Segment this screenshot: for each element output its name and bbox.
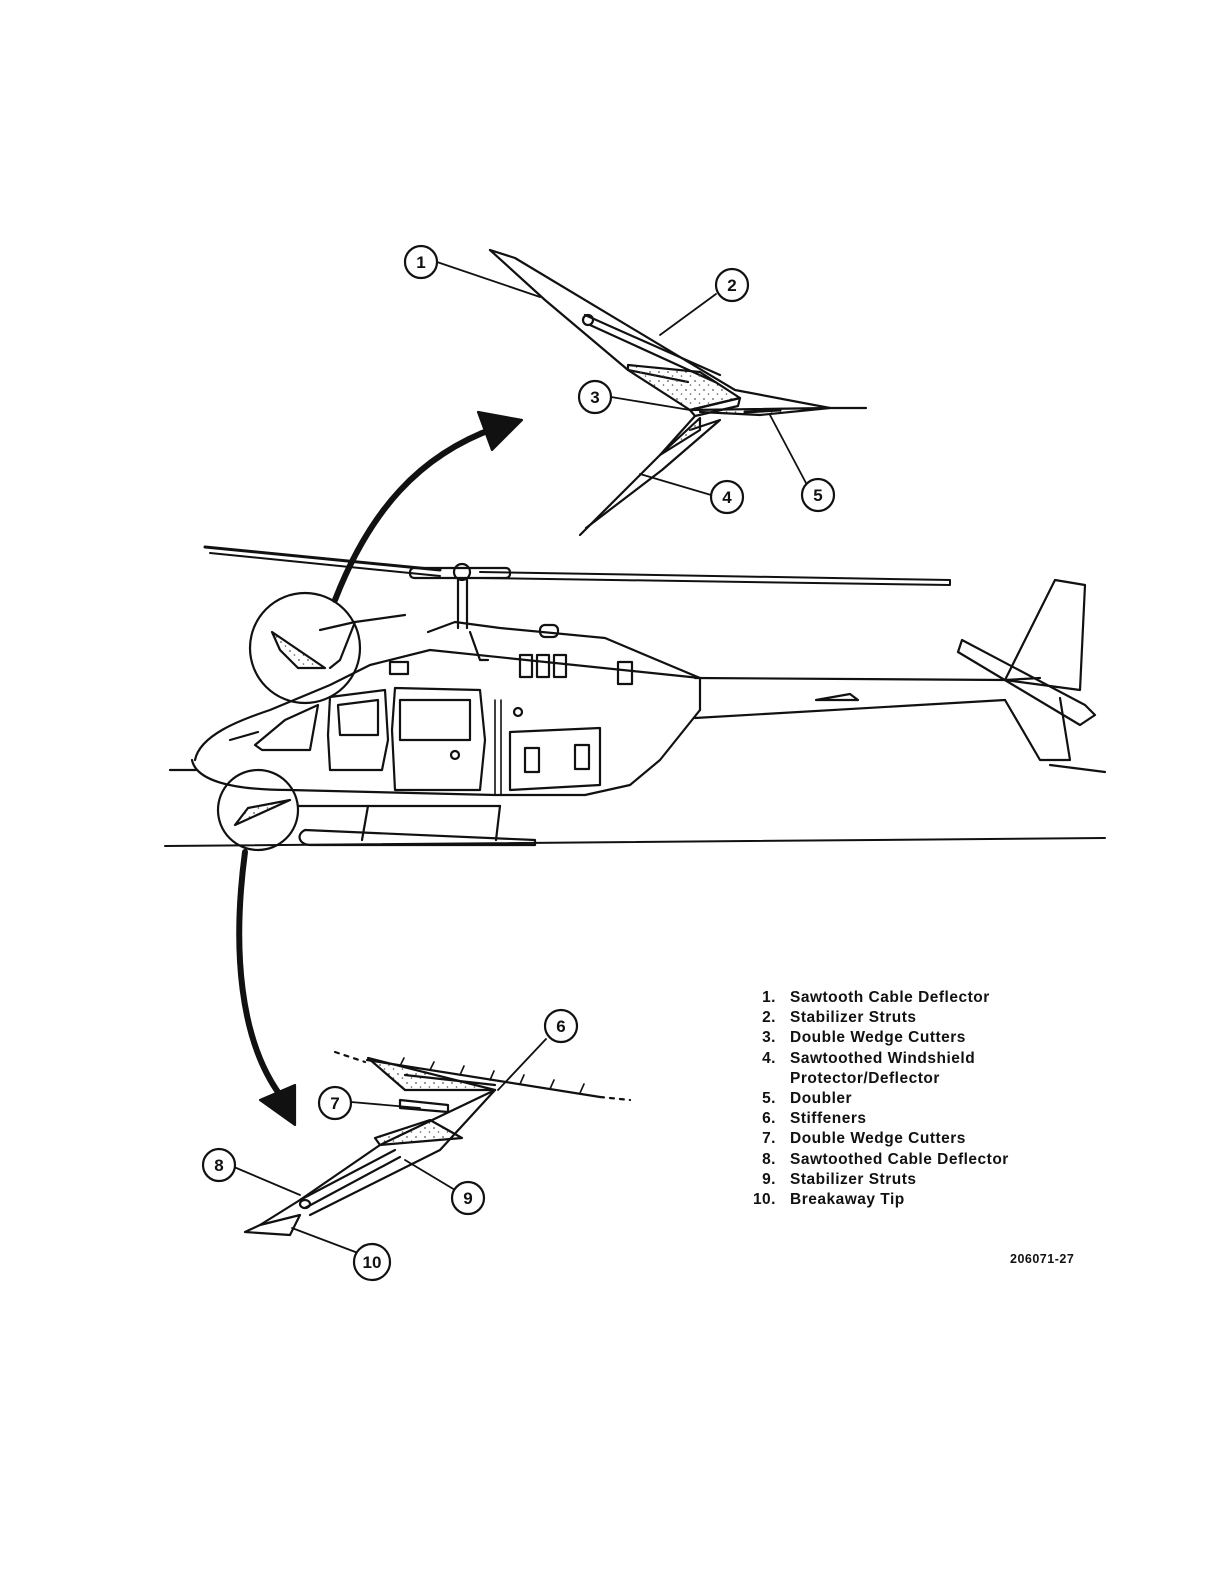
callout-4: 4	[711, 481, 743, 513]
svg-text:5: 5	[813, 486, 822, 505]
legend-text: Stabilizer Struts	[790, 1008, 1070, 1028]
legend-text: Sawtoothed Windshield	[790, 1049, 1070, 1069]
svg-text:2: 2	[727, 276, 736, 295]
legend-text: Breakaway Tip	[790, 1190, 1070, 1210]
legend-item: 10.Breakaway Tip	[740, 1190, 1070, 1210]
legend-item: 6.Stiffeners	[740, 1109, 1070, 1129]
legend-item: 7.Double Wedge Cutters	[740, 1129, 1070, 1149]
legend-number: 2.	[740, 1008, 790, 1028]
upper-leader-lines	[437, 262, 806, 495]
legend-number: 5.	[740, 1089, 790, 1109]
svg-text:3: 3	[590, 388, 599, 407]
svg-text:9: 9	[463, 1189, 472, 1208]
legend-item: 5.Doubler	[740, 1089, 1070, 1109]
legend-number: 7.	[740, 1129, 790, 1149]
legend-number: 4.	[740, 1049, 790, 1069]
svg-text:6: 6	[556, 1017, 565, 1036]
callout-8: 8	[203, 1149, 235, 1181]
legend-number	[740, 1069, 790, 1089]
legend-text: Stiffeners	[790, 1109, 1070, 1129]
svg-text:10: 10	[363, 1253, 382, 1272]
callout-5: 5	[802, 479, 834, 511]
legend-item: Protector/Deflector	[740, 1069, 1070, 1089]
callout-9: 9	[452, 1182, 484, 1214]
legend-number: 6.	[740, 1109, 790, 1129]
callout-1: 1	[405, 246, 437, 278]
legend-number: 8.	[740, 1150, 790, 1170]
legend-text: Double Wedge Cutters	[790, 1129, 1070, 1149]
legend-text: Sawtoothed Cable Deflector	[790, 1150, 1070, 1170]
legend-item: 4.Sawtoothed Windshield	[740, 1049, 1070, 1069]
legend-text: Protector/Deflector	[790, 1069, 1070, 1089]
legend-text: Stabilizer Struts	[790, 1170, 1070, 1190]
helicopter	[165, 547, 1105, 846]
legend-item: 3.Double Wedge Cutters	[740, 1028, 1070, 1048]
legend-text: Doubler	[790, 1089, 1070, 1109]
callout-6: 6	[545, 1010, 577, 1042]
legend-number: 1.	[740, 988, 790, 1008]
callout-3: 3	[579, 381, 611, 413]
lower-cutter-detail	[245, 1052, 630, 1235]
legend-text: Double Wedge Cutters	[790, 1028, 1070, 1048]
legend-item: 1.Sawtooth Cable Deflector	[740, 988, 1070, 1008]
svg-text:7: 7	[330, 1094, 339, 1113]
legend-number: 10.	[740, 1190, 790, 1210]
curved-arrow-lower	[239, 852, 295, 1125]
callout-10: 10	[354, 1244, 390, 1280]
callout-2: 2	[716, 269, 748, 301]
svg-text:4: 4	[722, 488, 732, 507]
svg-text:1: 1	[416, 253, 425, 272]
legend-text: Sawtooth Cable Deflector	[790, 988, 1070, 1008]
legend-item: 9.Stabilizer Struts	[740, 1170, 1070, 1190]
svg-text:8: 8	[214, 1156, 223, 1175]
callout-7: 7	[319, 1087, 351, 1119]
figure-id: 206071-27	[1010, 1252, 1074, 1266]
legend-item: 2.Stabilizer Struts	[740, 1008, 1070, 1028]
legend-number: 3.	[740, 1028, 790, 1048]
legend-item: 8.Sawtoothed Cable Deflector	[740, 1150, 1070, 1170]
upper-magnifier-circle	[250, 593, 360, 703]
legend-number: 9.	[740, 1170, 790, 1190]
